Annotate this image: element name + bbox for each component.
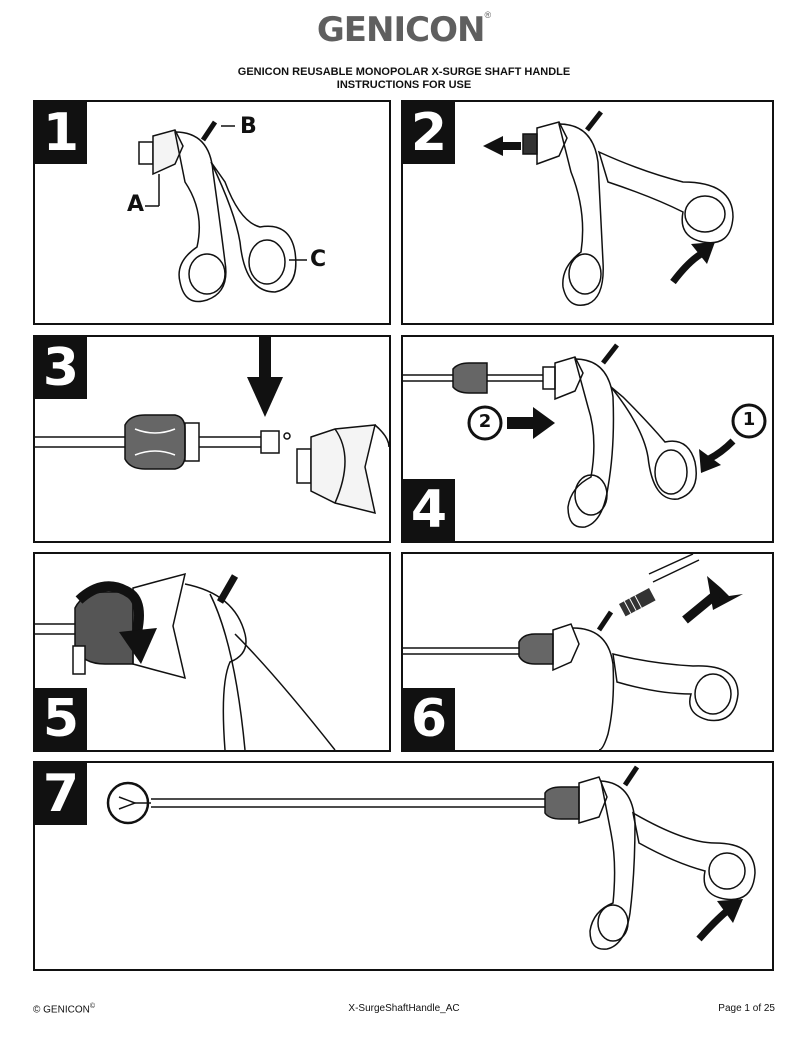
sub-step-2: 2 bbox=[478, 411, 492, 432]
copyright-mark: © bbox=[89, 1003, 95, 1010]
step-number: 2 bbox=[403, 102, 455, 164]
footer-copyright: © GENICON© bbox=[33, 1003, 95, 1015]
step-number: 4 bbox=[403, 479, 455, 541]
label-c: C bbox=[310, 247, 327, 272]
step-number: 1 bbox=[35, 102, 87, 164]
step-1-panel: 1 A B C bbox=[33, 100, 391, 325]
step-4-panel: 4 2 1 bbox=[401, 335, 774, 543]
copyright-text: © GENICON bbox=[33, 1004, 90, 1016]
knob-rotation-illustration bbox=[35, 572, 336, 750]
genicon-logo: GENICON® bbox=[0, 10, 808, 50]
step-number: 3 bbox=[35, 337, 87, 399]
step-7-panel: 7 bbox=[33, 761, 774, 971]
label-b: B bbox=[240, 114, 257, 139]
step-3-panel: 3 bbox=[33, 335, 391, 543]
label-a: A bbox=[127, 192, 145, 217]
logo-text: GENICON bbox=[316, 10, 486, 50]
cable-connection-illustration bbox=[403, 554, 743, 750]
shaft-insertion-illustration bbox=[35, 337, 389, 515]
title-line-2: INSTRUCTIONS FOR USE bbox=[336, 79, 472, 91]
step-5-panel: 5 bbox=[33, 552, 391, 752]
handle-assembly-illustration bbox=[403, 343, 767, 528]
step-2-panel: 2 bbox=[401, 100, 774, 325]
logo-registered-mark: ® bbox=[484, 10, 492, 20]
assembled-instrument-illustration bbox=[106, 765, 756, 950]
title-line-1: GENICON REUSABLE MONOPOLAR X-SURGE SHAFT… bbox=[237, 66, 571, 78]
footer-page-number: Page 1 of 25 bbox=[718, 1003, 775, 1014]
step-number: 5 bbox=[35, 688, 87, 750]
step-6-panel: 6 bbox=[401, 552, 774, 752]
step-number: 7 bbox=[35, 763, 87, 825]
document-title: GENICON REUSABLE MONOPOLAR X-SURGE SHAFT… bbox=[0, 66, 808, 92]
footer-doc-id: X-SurgeShaftHandle_AC bbox=[348, 1003, 460, 1014]
step-number: 6 bbox=[403, 688, 455, 750]
handle-illustration bbox=[138, 120, 307, 303]
handle-illustration bbox=[483, 110, 734, 306]
sub-step-1: 1 bbox=[742, 409, 756, 430]
